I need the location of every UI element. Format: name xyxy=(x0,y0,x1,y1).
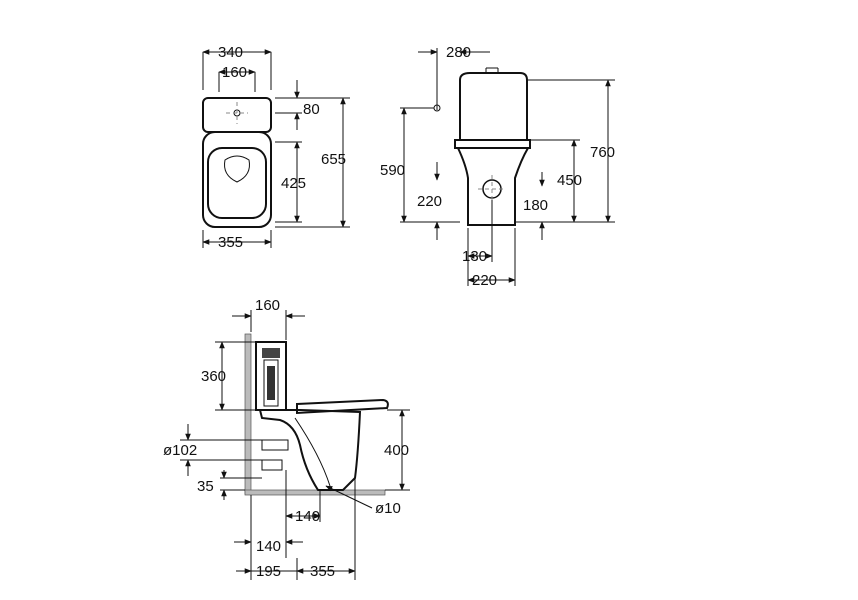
dim-340: 340 xyxy=(218,44,243,61)
dim-425: 425 xyxy=(281,175,306,192)
pedestal-side-outline xyxy=(457,147,529,226)
dim-220-width: 220 xyxy=(472,272,497,289)
dim-355-section: 355 xyxy=(310,563,335,580)
seat-lid-section xyxy=(296,398,389,415)
dim-35: 35 xyxy=(197,478,214,495)
dim-450: 450 xyxy=(557,172,582,189)
dim-180: 180 xyxy=(523,197,548,214)
top-view: 340 160 80 425 655 355 xyxy=(202,44,350,251)
dim-140-inner: 140 xyxy=(295,508,320,525)
seat-top-outline xyxy=(207,147,267,219)
bowl-top-outline xyxy=(202,131,272,228)
dim-80: 80 xyxy=(303,101,320,118)
dim-160-section: 160 xyxy=(255,297,280,314)
dim-360: 360 xyxy=(201,368,226,385)
dim-355: 355 xyxy=(218,234,243,251)
dim-400: 400 xyxy=(384,442,409,459)
section-view: 160 360 400 ø102 35 140 ø10 xyxy=(163,297,410,580)
dim-140-outer: 140 xyxy=(256,538,281,555)
dim-590: 590 xyxy=(380,162,405,179)
dim-dia-102: ø102 xyxy=(163,442,197,459)
side-view: 280 590 220 180 450 760 130 xyxy=(380,44,615,289)
dim-220-height: 220 xyxy=(417,193,442,210)
dim-280: 280 xyxy=(446,44,471,61)
dim-655: 655 xyxy=(321,151,346,168)
dim-195: 195 xyxy=(256,563,281,580)
bowl-section xyxy=(258,409,362,491)
dim-dia-10: ø10 xyxy=(375,500,401,517)
dim-760: 760 xyxy=(590,144,615,161)
tank-side-outline xyxy=(459,72,528,141)
dim-160: 160 xyxy=(222,64,247,81)
dim-130: 130 xyxy=(462,248,487,265)
